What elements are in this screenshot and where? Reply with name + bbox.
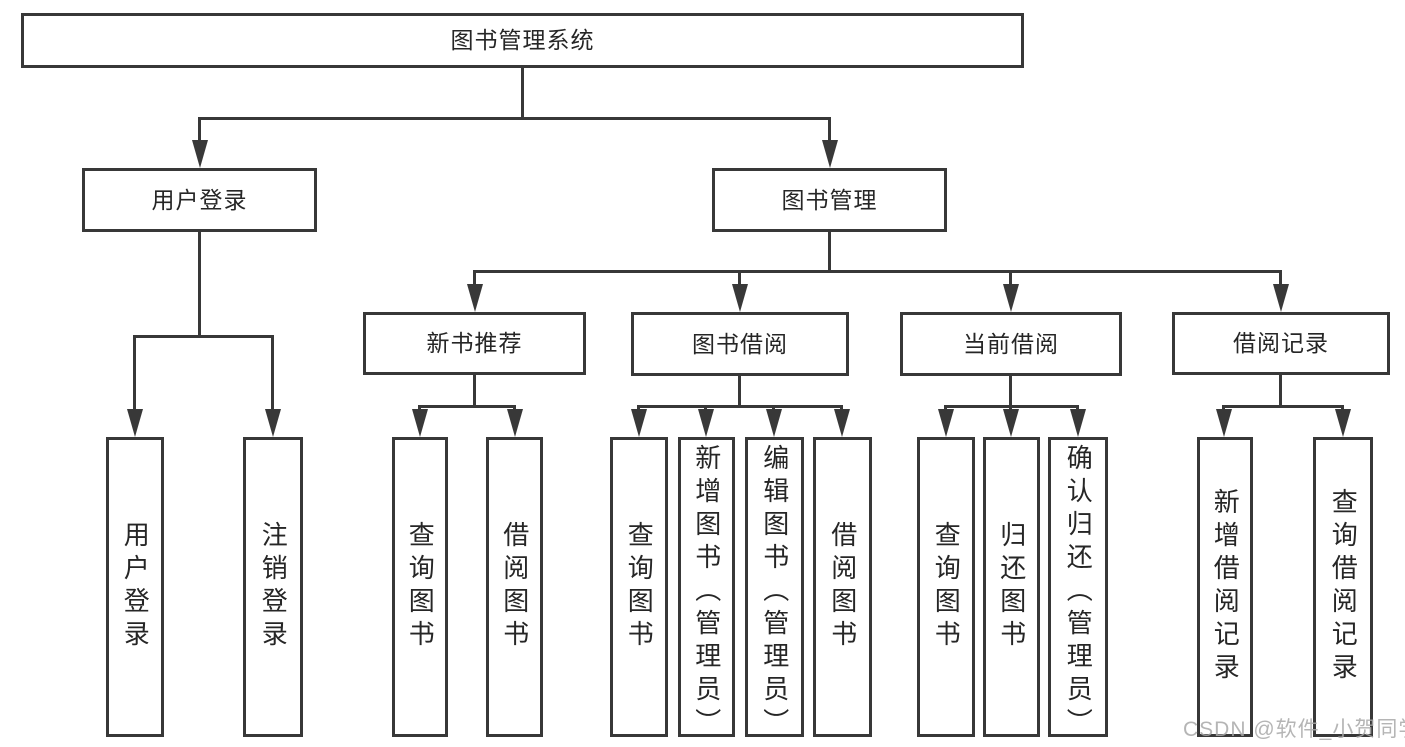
arrow-down-icon — [1003, 284, 1019, 312]
leaf-query-borrow-record: 查询借阅记录 — [1313, 437, 1373, 737]
connector-line — [133, 335, 136, 417]
leaf-return-books: 归还图书 — [983, 437, 1040, 737]
arrow-down-icon — [732, 284, 748, 312]
node-book-borrowing: 图书借阅 — [631, 312, 849, 376]
node-current-borrowing: 当前借阅 — [900, 312, 1122, 376]
node-book-management: 图书管理 — [712, 168, 947, 232]
leaf-borrow-books-borrowing: 借阅图书 — [813, 437, 872, 737]
connector-line — [521, 66, 524, 120]
connector-line — [637, 405, 843, 408]
arrow-down-icon — [698, 409, 714, 437]
connector-line — [738, 270, 741, 290]
node-new-book-recommendation: 新书推荐 — [363, 312, 586, 375]
arrow-down-icon — [822, 140, 838, 168]
connector-line — [473, 270, 1282, 273]
arrow-down-icon — [412, 409, 428, 437]
connector-line — [828, 117, 831, 148]
arrow-down-icon — [127, 409, 143, 437]
arrow-down-icon — [265, 409, 281, 437]
leaf-user-login: 用户登录 — [106, 437, 164, 737]
leaf-borrow-books-recommend: 借阅图书 — [486, 437, 543, 737]
node-user-login: 用户登录 — [82, 168, 317, 232]
leaf-logout: 注销登录 — [243, 437, 303, 737]
connector-line — [1009, 373, 1012, 408]
connector-line — [1222, 405, 1344, 408]
connector-line — [198, 230, 201, 338]
connector-line — [828, 230, 831, 273]
arrow-down-icon — [938, 409, 954, 437]
leaf-confirm-return-admin: 确认归还（管理员） — [1048, 437, 1108, 741]
connector-line — [198, 117, 831, 120]
node-library-management-system: 图书管理系统 — [21, 13, 1024, 68]
arrow-down-icon — [192, 140, 208, 168]
connector-line — [198, 117, 201, 148]
arrow-down-icon — [507, 409, 523, 437]
connector-line — [1279, 270, 1282, 290]
arrow-down-icon — [1070, 409, 1086, 437]
connector-line — [1009, 270, 1012, 290]
leaf-query-books-borrowing: 查询图书 — [610, 437, 668, 737]
connector-line — [271, 335, 274, 417]
leaf-add-books-admin: 新增图书（管理员） — [678, 437, 735, 741]
arrow-down-icon — [1216, 409, 1232, 437]
connector-line — [738, 373, 741, 408]
connector-line — [473, 373, 476, 408]
arrow-down-icon — [834, 409, 850, 437]
arrow-down-icon — [1003, 409, 1019, 437]
connector-line — [1279, 373, 1282, 408]
arrow-down-icon — [1335, 409, 1351, 437]
arrow-down-icon — [467, 284, 483, 312]
arrow-down-icon — [1273, 284, 1289, 312]
connector-line — [418, 405, 516, 408]
leaf-query-books-recommend: 查询图书 — [392, 437, 448, 737]
leaf-edit-books-admin: 编辑图书（管理员） — [745, 437, 804, 741]
connector-line — [473, 270, 476, 290]
connector-line — [133, 335, 274, 338]
csdn-watermark: CSDN @软件_小贺同学 — [1183, 718, 1405, 741]
arrow-down-icon — [766, 409, 782, 437]
arrow-down-icon — [631, 409, 647, 437]
leaf-query-books-current: 查询图书 — [917, 437, 975, 737]
node-borrowing-records: 借阅记录 — [1172, 312, 1390, 375]
leaf-add-borrow-record: 新增借阅记录 — [1197, 437, 1253, 737]
